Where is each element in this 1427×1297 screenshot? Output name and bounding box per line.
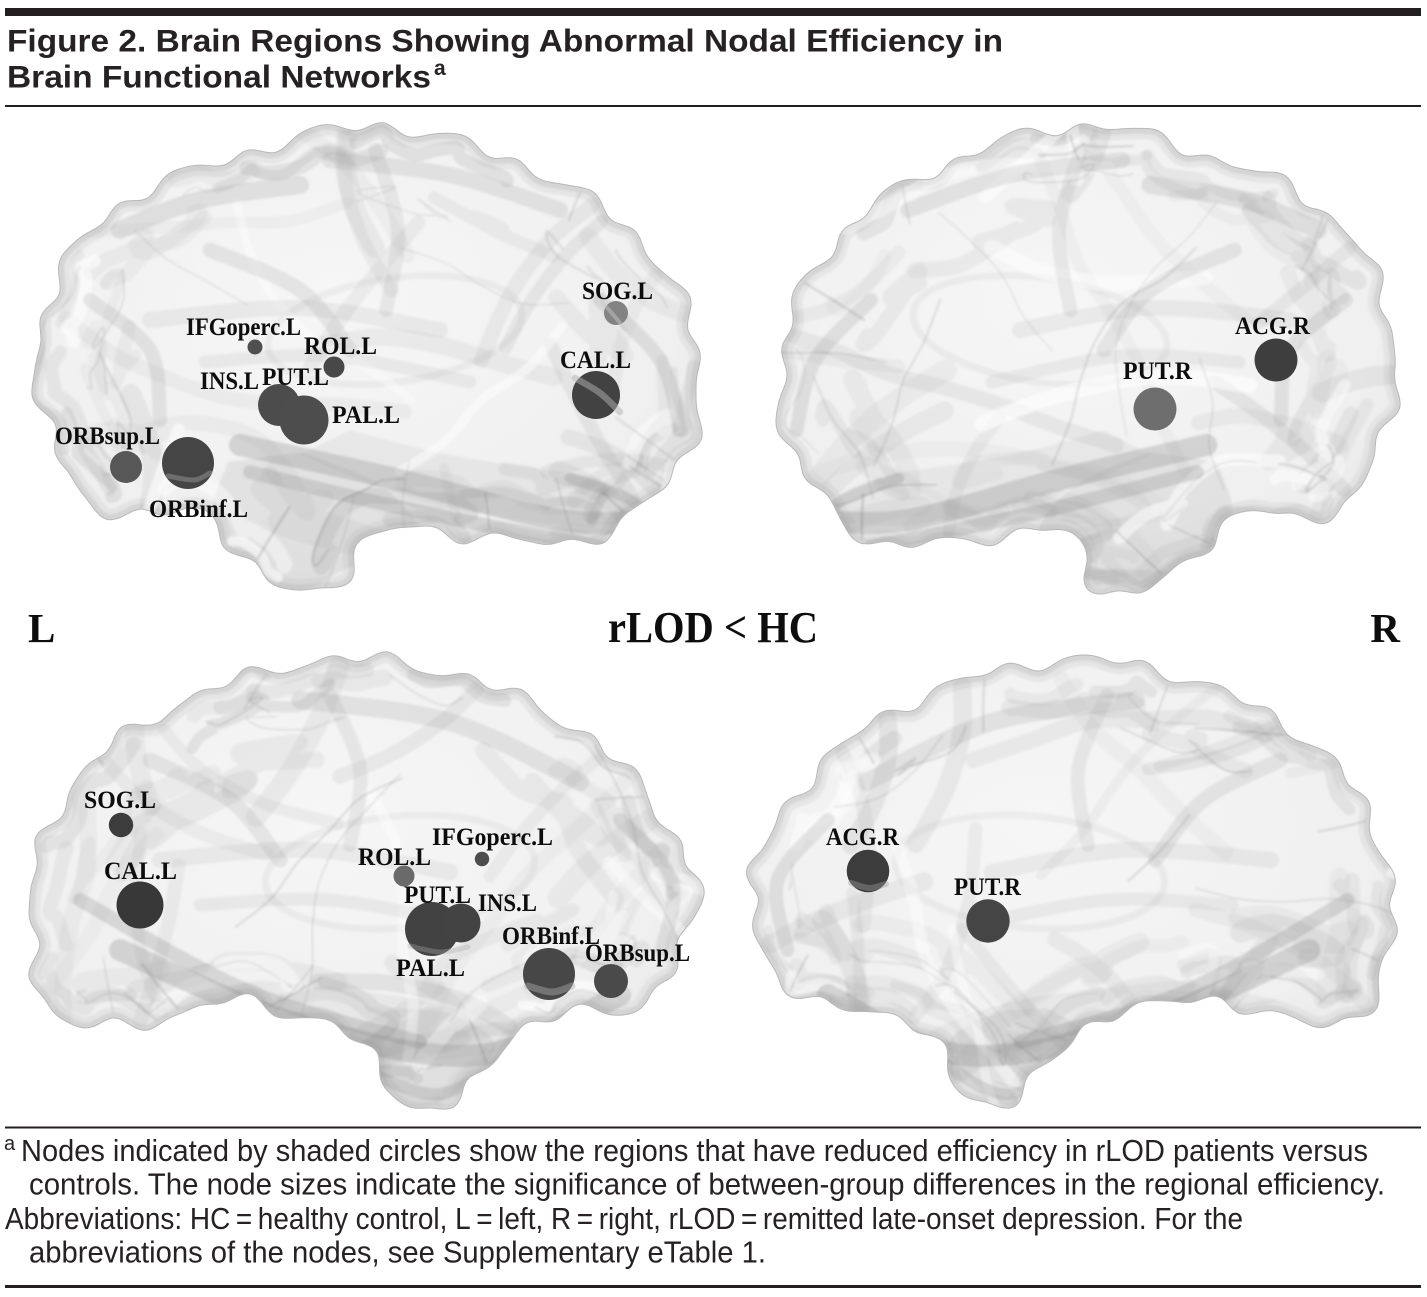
svg-text:ROL.L: ROL.L xyxy=(358,844,431,871)
svg-text:PUT.L: PUT.L xyxy=(262,364,329,391)
svg-text:R: R xyxy=(1370,605,1400,651)
svg-text:abbreviations of the nodes, se: abbreviations of the nodes, see Suppleme… xyxy=(29,1235,766,1269)
svg-text:ACG.R: ACG.R xyxy=(1235,313,1311,340)
svg-text:INS.L: INS.L xyxy=(478,890,537,917)
svg-text:SOG.L: SOG.L xyxy=(84,787,156,814)
svg-text:PAL.L: PAL.L xyxy=(332,402,400,429)
svg-text:Abbreviations: HC = healthy co: Abbreviations: HC = healthy control, L =… xyxy=(5,1202,1243,1236)
svg-text:IFGoperc.L: IFGoperc.L xyxy=(186,314,301,341)
svg-text:a: a xyxy=(434,57,446,80)
svg-text:CAL.L: CAL.L xyxy=(104,858,177,885)
svg-text:ORBinf.L: ORBinf.L xyxy=(149,496,248,523)
svg-text:ROL.L: ROL.L xyxy=(304,333,377,360)
svg-text:PUT.R: PUT.R xyxy=(1123,358,1193,385)
svg-text:PAL.L: PAL.L xyxy=(396,955,465,982)
svg-text:rLOD < HC: rLOD < HC xyxy=(608,603,818,652)
svg-text:ORBinf.L: ORBinf.L xyxy=(502,923,600,950)
svg-text:Figure 2. Brain Regions Showin: Figure 2. Brain Regions Showing Abnormal… xyxy=(7,23,1003,59)
svg-text:ORBsup.L: ORBsup.L xyxy=(585,940,690,967)
svg-text:ACG.R: ACG.R xyxy=(826,824,900,851)
svg-text:Brain Functional Networks: Brain Functional Networks xyxy=(7,59,431,95)
svg-text:CAL.L: CAL.L xyxy=(560,347,631,374)
svg-text:L: L xyxy=(28,605,55,651)
svg-text:PUT.R: PUT.R xyxy=(954,874,1022,901)
svg-text:PUT.L: PUT.L xyxy=(404,882,471,909)
svg-text:Nodes indicated by shaded circ: Nodes indicated by shaded circles show t… xyxy=(21,1134,1368,1168)
svg-text:ORBsup.L: ORBsup.L xyxy=(55,423,160,450)
svg-text:SOG.L: SOG.L xyxy=(582,278,653,305)
svg-text:controls. The node sizes indic: controls. The node sizes indicate the si… xyxy=(29,1168,1385,1202)
svg-text:a: a xyxy=(4,1133,16,1155)
svg-text:INS.L: INS.L xyxy=(200,368,259,395)
svg-text:IFGoperc.L: IFGoperc.L xyxy=(432,824,553,851)
